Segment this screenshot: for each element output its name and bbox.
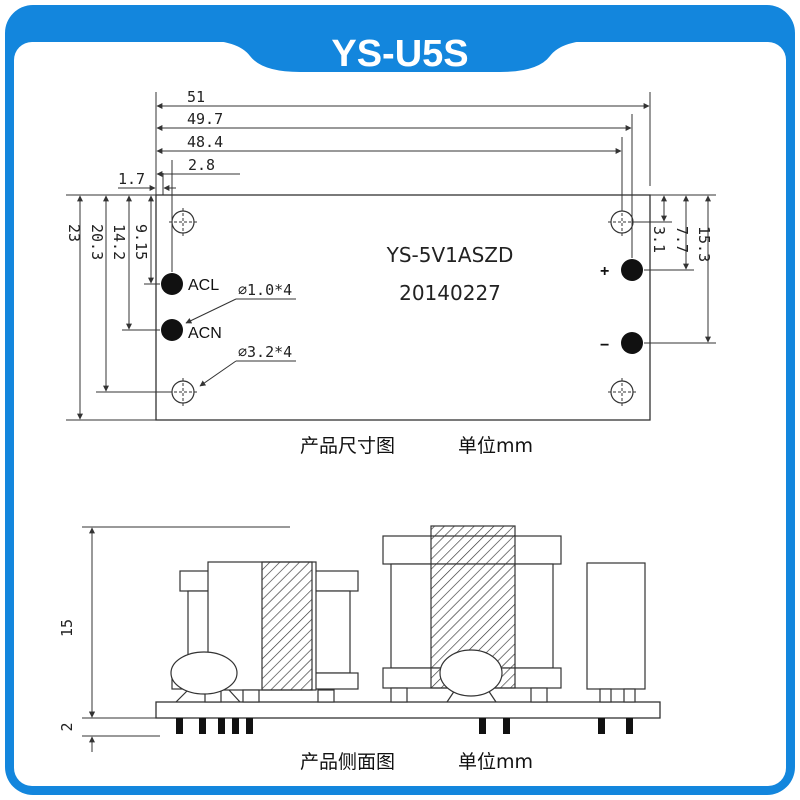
dim-1-7: 1.7 (118, 170, 145, 188)
top-view: ACL ACN + − YS-5V1ASZD 20140227 ∅1.0*4 ∅… (65, 88, 716, 457)
pin-hole-note: ∅1.0*4 (238, 281, 292, 299)
board-outline (155, 194, 651, 421)
top-view-unit: 单位mm (458, 435, 533, 457)
right-extension-lines (636, 194, 716, 344)
page-title: YS-U5S (331, 33, 468, 75)
side-view-unit: 单位mm (458, 751, 533, 773)
pin-acn (161, 319, 183, 341)
dim-48-4: 48.4 (187, 133, 223, 151)
pin-acl (161, 273, 183, 295)
mount-hole-br (608, 378, 636, 406)
top-view-caption: 产品尺寸图 (300, 435, 395, 457)
top-extension-lines (155, 92, 651, 272)
dim-51: 51 (187, 88, 205, 106)
dim-23: 23 (65, 224, 83, 242)
side-view-caption: 产品侧面图 (300, 751, 395, 773)
right-transformer (382, 525, 562, 703)
left-extension-lines (66, 194, 172, 421)
dim-3-1: 3.1 (650, 226, 668, 253)
capacitor (586, 562, 646, 703)
side-view: 15 2 (58, 525, 661, 773)
dim-14-2: 14.2 (110, 224, 128, 260)
pin-minus-label: − (600, 337, 609, 354)
dim-20-3: 20.3 (88, 224, 106, 260)
dim-9-15: 9.15 (132, 224, 150, 260)
pin-plus-label: + (600, 263, 609, 280)
mount-hole-leader-arrow (199, 360, 237, 387)
pcb-pins (176, 718, 633, 734)
pin-hole-leader-arrow (185, 298, 237, 324)
left-transformer (170, 561, 359, 703)
mount-hole-note: ∅3.2*4 (238, 343, 292, 361)
dim-2-8: 2.8 (188, 156, 215, 174)
pin-acl-label: ACL (188, 277, 219, 294)
dim-7-7: 7.7 (673, 226, 691, 253)
dim-15: 15 (58, 619, 76, 637)
dim-49-7: 49.7 (187, 110, 223, 128)
pin-minus (621, 332, 643, 354)
dim-15-3: 15.3 (695, 226, 713, 262)
pin-plus (621, 259, 643, 281)
pin-acn-label: ACN (188, 325, 222, 342)
pcb-board (155, 701, 661, 719)
date-code: 20140227 (399, 281, 501, 305)
dim-2: 2 (58, 722, 76, 731)
model-number: YS-5V1ASZD (386, 243, 514, 267)
mount-hole-tr (608, 208, 636, 236)
